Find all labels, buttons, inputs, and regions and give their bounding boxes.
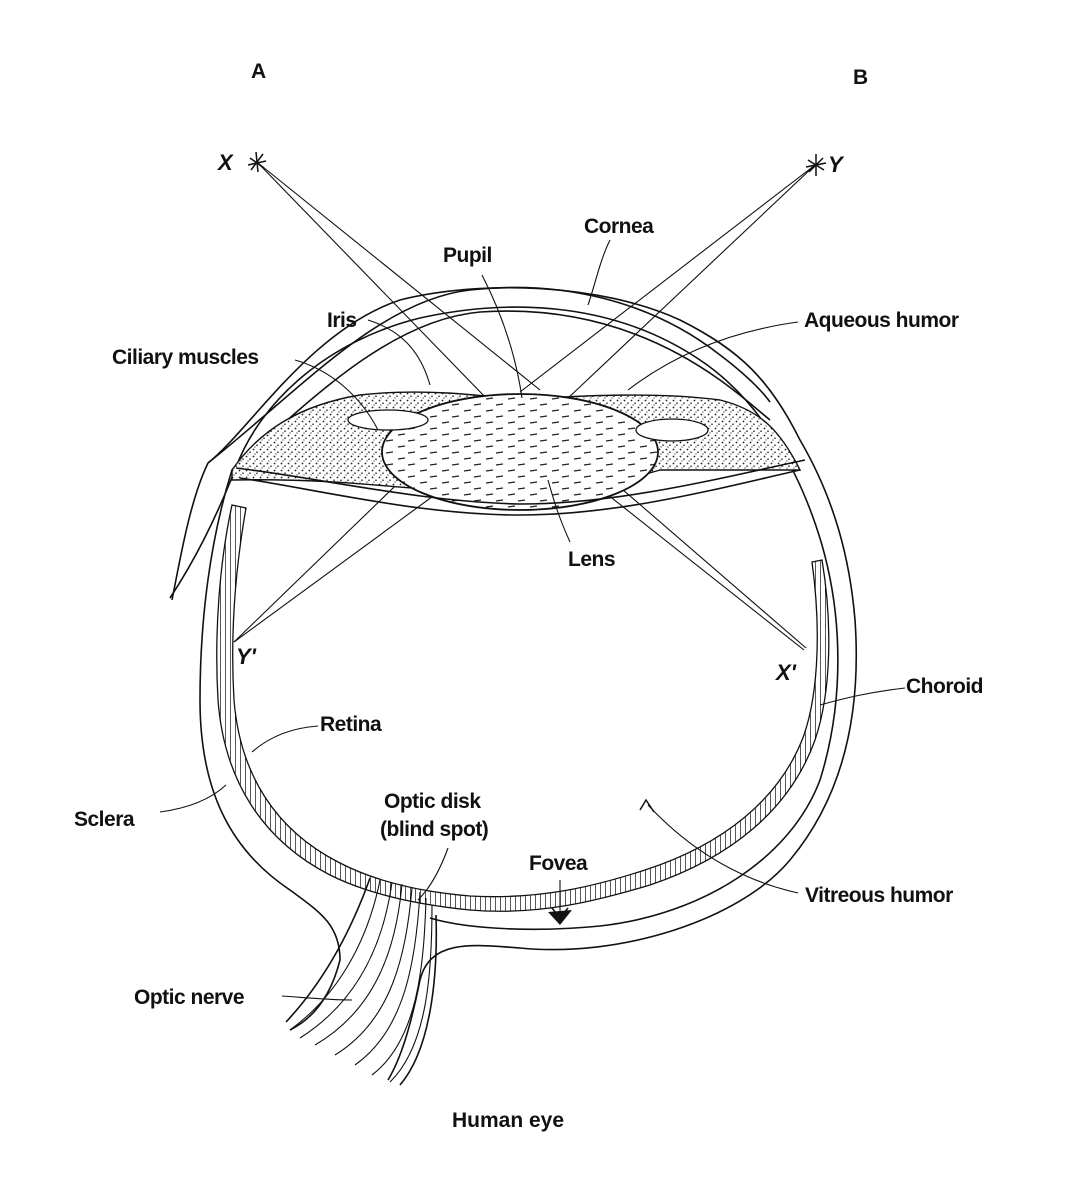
label-fovea: Fovea bbox=[529, 852, 588, 875]
leader-lines bbox=[159, 239, 906, 1001]
figure-caption: Human eye bbox=[452, 1109, 564, 1132]
label-blind-spot: (blind spot) bbox=[380, 818, 488, 841]
optic-nerve bbox=[285, 877, 438, 1086]
cornea-outer bbox=[207, 286, 771, 464]
lens-capsule-line-2 bbox=[235, 459, 806, 505]
label-sclera: Sclera bbox=[74, 808, 135, 831]
lens bbox=[381, 393, 659, 511]
label-vitreous-humor: Vitreous humor bbox=[805, 884, 953, 907]
lens-capsule-line bbox=[239, 469, 801, 516]
sclera-left-outline bbox=[171, 462, 341, 1031]
label-ciliary-muscles: Ciliary muscles bbox=[112, 346, 259, 369]
label-pupil: Pupil bbox=[443, 244, 492, 267]
ciliary-left-pocket bbox=[347, 409, 429, 431]
point-x-label: X bbox=[216, 150, 234, 175]
retina-band bbox=[216, 504, 830, 912]
label-choroid: Choroid bbox=[906, 675, 983, 698]
label-cornea: Cornea bbox=[584, 215, 654, 238]
cornea-inner bbox=[231, 310, 771, 471]
label-lens: Lens bbox=[568, 548, 615, 571]
label-optic-disk: Optic disk bbox=[384, 790, 481, 813]
label-iris: Iris bbox=[327, 309, 357, 332]
label-retina: Retina bbox=[320, 713, 382, 736]
point-x-prime-label: X' bbox=[774, 660, 797, 685]
label-aqueous-humor: Aqueous humor bbox=[804, 309, 959, 332]
point-y-prime-label: Y' bbox=[236, 644, 257, 669]
panel-label-b: B bbox=[853, 66, 868, 89]
point-y-star-icon bbox=[805, 154, 827, 176]
point-y-label: Y bbox=[828, 152, 845, 177]
label-optic-nerve: Optic nerve bbox=[134, 986, 244, 1009]
sclera-outline bbox=[207, 286, 858, 1081]
panel-label-a: A bbox=[251, 60, 266, 83]
ciliary-right-pocket bbox=[635, 418, 709, 442]
